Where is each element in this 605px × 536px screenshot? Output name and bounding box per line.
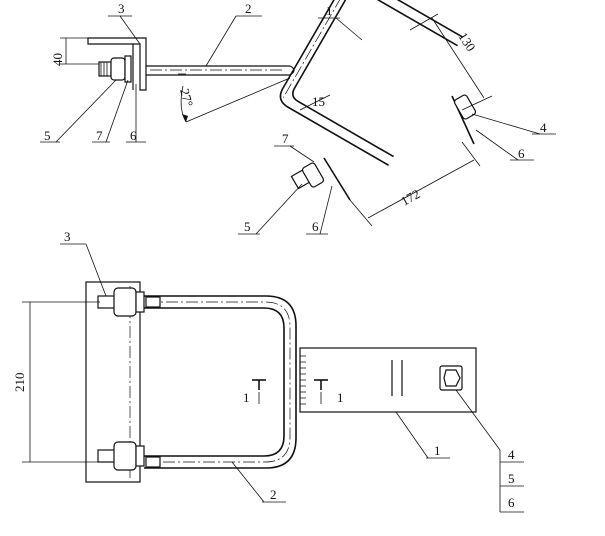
top-view: 40 27° 15 130 172 3 2 1 5 7 6 [40, 0, 556, 235]
dim-210-text: 210 [12, 373, 27, 393]
leader-1-bottom [395, 411, 429, 459]
leader-3 [119, 15, 141, 45]
dim-130-text: 130 [455, 29, 478, 54]
bolt-bot-shank [97, 449, 117, 463]
bolt-thread-left [100, 62, 108, 76]
label-6-left: 6 [130, 128, 137, 143]
dim-172-ext-r [461, 141, 481, 167]
label-6-bottom: 6 [508, 495, 515, 510]
nut-lower [301, 162, 325, 188]
label-2-top: 2 [245, 1, 252, 16]
washer-left [124, 55, 132, 83]
angle-ref-line [185, 77, 291, 123]
dim-130-ext-top [409, 13, 439, 31]
section-label-left: 1 [243, 390, 250, 405]
label-1-top: 1 [326, 3, 333, 18]
bolt-bot-washer [135, 445, 145, 467]
rod-end-top [145, 296, 161, 308]
dim-172-line [367, 159, 475, 219]
bolt-top-shank [97, 295, 117, 309]
label-5-bottom: 5 [508, 471, 515, 486]
leader-1 [335, 17, 363, 41]
label-3-bottom: 3 [64, 229, 71, 244]
bolt-bot-nut [113, 441, 137, 471]
base-plate [85, 281, 141, 483]
nut-left [110, 57, 126, 81]
u-bolt-outer-2 [279, 75, 389, 166]
leader-7-left [105, 79, 129, 143]
dim-15-text: 15 [312, 94, 325, 109]
dim-40-text: 40 [50, 53, 65, 66]
u-rod-inner [144, 307, 285, 457]
label-7-lower: 7 [282, 131, 289, 146]
dim-130-line [431, 17, 485, 99]
section-label-right: 1 [337, 390, 344, 405]
leader-3-bottom [85, 243, 107, 297]
label-5-lower: 5 [244, 219, 251, 234]
rod-end-bottom [145, 456, 161, 468]
dim-15-line [299, 94, 331, 111]
label-4-bottom: 4 [508, 447, 515, 462]
leader-6-lower [319, 185, 333, 235]
bolt-top-washer [135, 291, 145, 313]
dim-172-ext-l [349, 199, 373, 227]
label-1-bottom: 1 [434, 443, 441, 458]
u-bolt-top [279, 0, 463, 166]
label-7-left: 7 [96, 128, 103, 143]
leader-4 [471, 113, 541, 135]
leader-7-lower [289, 145, 315, 163]
strip-nut-hex [443, 369, 461, 387]
u-bolt-inner-2 [292, 80, 394, 158]
bolt-top-nut [113, 287, 137, 317]
dim-172-text: 172 [398, 186, 422, 209]
u-rod-centerline [146, 301, 291, 463]
u-bolt-axis [283, 0, 352, 98]
u-rod-outer [144, 295, 297, 469]
label-4-top: 4 [540, 120, 547, 135]
leader-2-bottom [231, 461, 265, 503]
leader-2 [205, 15, 237, 67]
strip-hatching [300, 355, 306, 405]
leader-6-right [475, 129, 519, 161]
leader-5-lower [255, 183, 303, 235]
dim-angle-text: 27° [177, 87, 196, 108]
plate-lower [323, 157, 351, 201]
leader-456 [455, 389, 501, 451]
angle-arrow [182, 114, 188, 122]
nut-right [453, 94, 477, 120]
dim-130-ext-bot [461, 95, 493, 111]
label-2-bottom: 2 [270, 487, 277, 502]
bottom-view: 1 1 210 3 2 1 4 5 6 [12, 229, 524, 513]
u-bolt-outer [289, 0, 463, 77]
label-6-right: 6 [518, 146, 525, 161]
label-3-top: 3 [118, 1, 125, 16]
leader-5-left [55, 79, 117, 143]
label-5-left: 5 [44, 128, 51, 143]
label-6-lower: 6 [312, 219, 319, 234]
